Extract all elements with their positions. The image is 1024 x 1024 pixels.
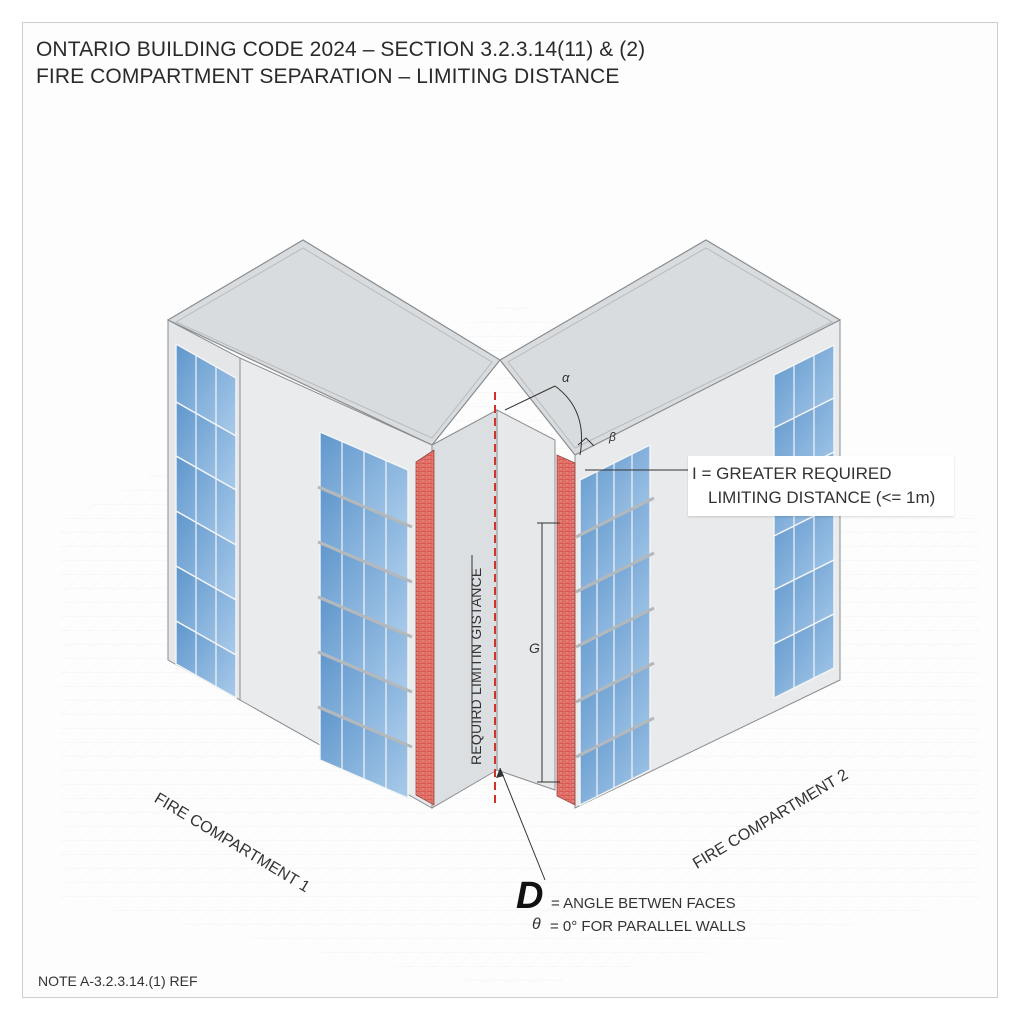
dimension-glyph-label: G xyxy=(529,640,540,656)
title-line-1: ONTARIO BUILDING CODE 2024 – SECTION 3.2… xyxy=(36,38,646,61)
drawing-title: ONTARIO BUILDING CODE 2024 – SECTION 3.2… xyxy=(36,36,645,90)
limiting-distance-callout: I = GREATER REQUIRED LIMITING DISTANCE (… xyxy=(688,456,954,516)
d-leader-line xyxy=(499,767,546,881)
vertical-dimension-label: REQUIRD LIMITIN GISTANCE xyxy=(468,567,484,765)
left-west-windows xyxy=(175,342,237,700)
theta-symbol: θ xyxy=(532,916,541,933)
limiting-distance-dimension xyxy=(471,522,560,783)
building-compartment-1 xyxy=(166,239,501,809)
reference-note: NOTE A-3.2.3.14.(1) REF xyxy=(38,973,198,989)
d-symbol: D xyxy=(516,875,544,917)
angle-alpha-label: α xyxy=(562,370,570,385)
angle-arc xyxy=(504,385,595,456)
callout-line-1: I = GREATER REQUIRED xyxy=(692,464,892,483)
building-compartment-2 xyxy=(496,239,842,809)
callout-line-2: LIMITING DISTANCE (<= 1m) xyxy=(708,488,936,507)
right-far-windows xyxy=(773,343,835,700)
right-brick-edge xyxy=(556,454,576,806)
left-wall-gap-face xyxy=(431,409,498,809)
right-wall-gap-face xyxy=(496,409,556,791)
left-brick-edge xyxy=(415,449,435,806)
d-definition-text: = ANGLE BETWEN FACES xyxy=(551,895,736,912)
theta-definition-text: = 0° FOR PARALLEL WALLS xyxy=(550,918,746,935)
title-line-2: FIRE COMPARTMENT SEPARATION – LIMITING D… xyxy=(36,65,620,88)
angle-beta-label: β xyxy=(609,430,616,444)
